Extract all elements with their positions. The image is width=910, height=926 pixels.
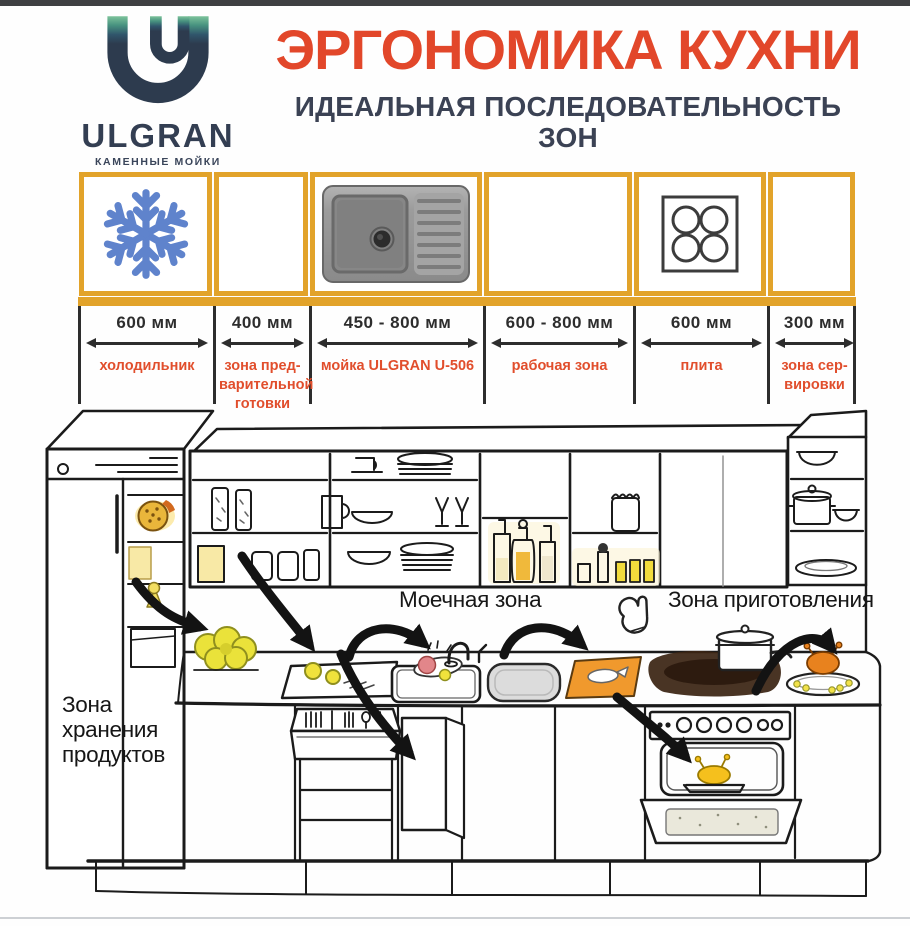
zone-name: зона пред- варительной готовки — [219, 358, 314, 412]
counter-base-bar — [78, 297, 856, 306]
arrow-work-to-oven — [612, 692, 692, 764]
dimension-label: 400 мм — [231, 313, 294, 332]
bottom-edge-line — [0, 917, 910, 919]
zone-name: рабочая зона — [511, 358, 608, 374]
oven-mitt-icon — [618, 595, 649, 634]
zone-col-serving: 300 мм зона сер- вировки — [770, 306, 859, 404]
ulgran-logo: ULGRAN КАМЕННЫЕ МОЙКИ — [76, 12, 240, 168]
washing-zone-label: Моечная зона — [399, 587, 542, 612]
cooktop-icon — [661, 195, 739, 273]
arrow-right-icon — [844, 338, 854, 348]
zone-box-prep — [213, 172, 309, 296]
dimension-arrow — [770, 337, 859, 349]
arrow-left-icon — [641, 338, 651, 348]
logo-brand-text: ULGRAN — [81, 117, 235, 154]
arrow-right-icon — [752, 338, 762, 348]
counter-items-sketch — [193, 624, 861, 704]
header-titles: ЭРГОНОМИКА КУХНИ ИДЕАЛЬНАЯ ПОСЛЕДОВАТЕЛЬ… — [262, 22, 874, 154]
arrow-board-to-bin — [336, 649, 416, 761]
lettuce-sketch — [193, 626, 259, 671]
arrow-left-icon — [221, 338, 231, 348]
top-edge-bar — [0, 0, 910, 6]
logo-tagline-text: КАМЕННЫЕ МОЙКИ — [95, 156, 221, 168]
zone-name: плита — [680, 358, 723, 374]
dimension-arrow — [486, 337, 633, 349]
fridge-sketch — [45, 409, 215, 870]
dimension-label: 300 мм — [783, 313, 846, 332]
dimension-arrow — [216, 337, 309, 349]
arrow-board-to-sink — [344, 623, 431, 662]
zone-name: холодильник — [99, 358, 195, 374]
dimension-label: 600 мм — [670, 313, 733, 332]
drying-tray-sketch — [486, 662, 562, 703]
cooking-zone-label: Зона приготовления — [668, 587, 874, 612]
arrow-sink-to-work — [499, 623, 589, 660]
dimension-label: 600 - 800 мм — [505, 313, 614, 332]
arrow-left-icon — [491, 338, 501, 348]
workflow-arrows — [131, 551, 838, 764]
zone-name: мойка ULGRAN U-506 — [320, 358, 475, 374]
zone-sequence-strip: 600 мм холодильник 400 мм зона пред- вар… — [78, 172, 859, 412]
cabinet-row — [78, 172, 856, 296]
dimension-arrow — [81, 337, 213, 349]
dimension-label: 600 мм — [116, 313, 178, 332]
page-subtitle: ИДЕАЛЬНАЯ ПОСЛЕДОВАТЕЛЬНОСТЬ ЗОН — [294, 91, 842, 153]
zone-box-cooktop — [633, 172, 767, 296]
roast-plate-sketch — [785, 641, 861, 697]
arrow-cooktop-to-plate — [751, 627, 838, 696]
zone-box-work — [483, 172, 633, 296]
snowflake-icon — [103, 189, 188, 279]
dimension-row: 600 мм холодильник 400 мм зона пред- вар… — [78, 306, 859, 412]
dimension-arrow — [636, 337, 767, 349]
arrow-shelf-to-board — [237, 551, 316, 652]
orange-board-sketch — [565, 656, 642, 699]
zone-col-prep: 400 мм зона пред- варительной готовки — [216, 306, 313, 412]
zone-name: зона сер- вировки — [781, 358, 848, 393]
arrow-left-icon — [317, 338, 327, 348]
arrow-left-icon — [775, 338, 785, 348]
storage-zone-label: Зона хранения продуктов — [62, 692, 166, 768]
arrow-left-icon — [86, 338, 96, 348]
cutting-board-sketch — [280, 660, 399, 700]
zone-col-cooktop: 600 мм плита — [636, 306, 770, 404]
arrow-right-icon — [294, 338, 304, 348]
ulgran-u-icon — [107, 16, 209, 104]
dimension-arrow — [312, 337, 483, 349]
arrow-right-icon — [468, 338, 478, 348]
dimension-label: 450 - 800 мм — [343, 313, 452, 332]
sink-sketch — [390, 640, 488, 704]
page-title: ЭРГОНОМИКА КУХНИ — [275, 18, 861, 81]
zone-box-serving — [767, 172, 856, 296]
sink-photo — [322, 185, 470, 283]
serving-shelf-sketch — [786, 409, 868, 654]
arrow-fridge-to-prep — [131, 577, 209, 635]
kitchen-sketch: Зона хранения продуктов Моечная зона Зон… — [0, 400, 910, 922]
base-cabinets-sketch — [45, 703, 870, 897]
zone-col-fridge: 600 мм холодильник — [81, 306, 216, 404]
zone-col-sink: 450 - 800 мм мойка ULGRAN U-506 — [312, 306, 486, 404]
arrow-right-icon — [198, 338, 208, 348]
upper-cabinets-sketch — [188, 423, 811, 589]
arrow-right-icon — [618, 338, 628, 348]
cooktop-sketch — [648, 624, 793, 697]
zone-box-fridge — [78, 172, 213, 296]
zone-box-sink — [309, 172, 483, 296]
zone-col-work: 600 - 800 мм рабочая зона — [486, 306, 636, 404]
